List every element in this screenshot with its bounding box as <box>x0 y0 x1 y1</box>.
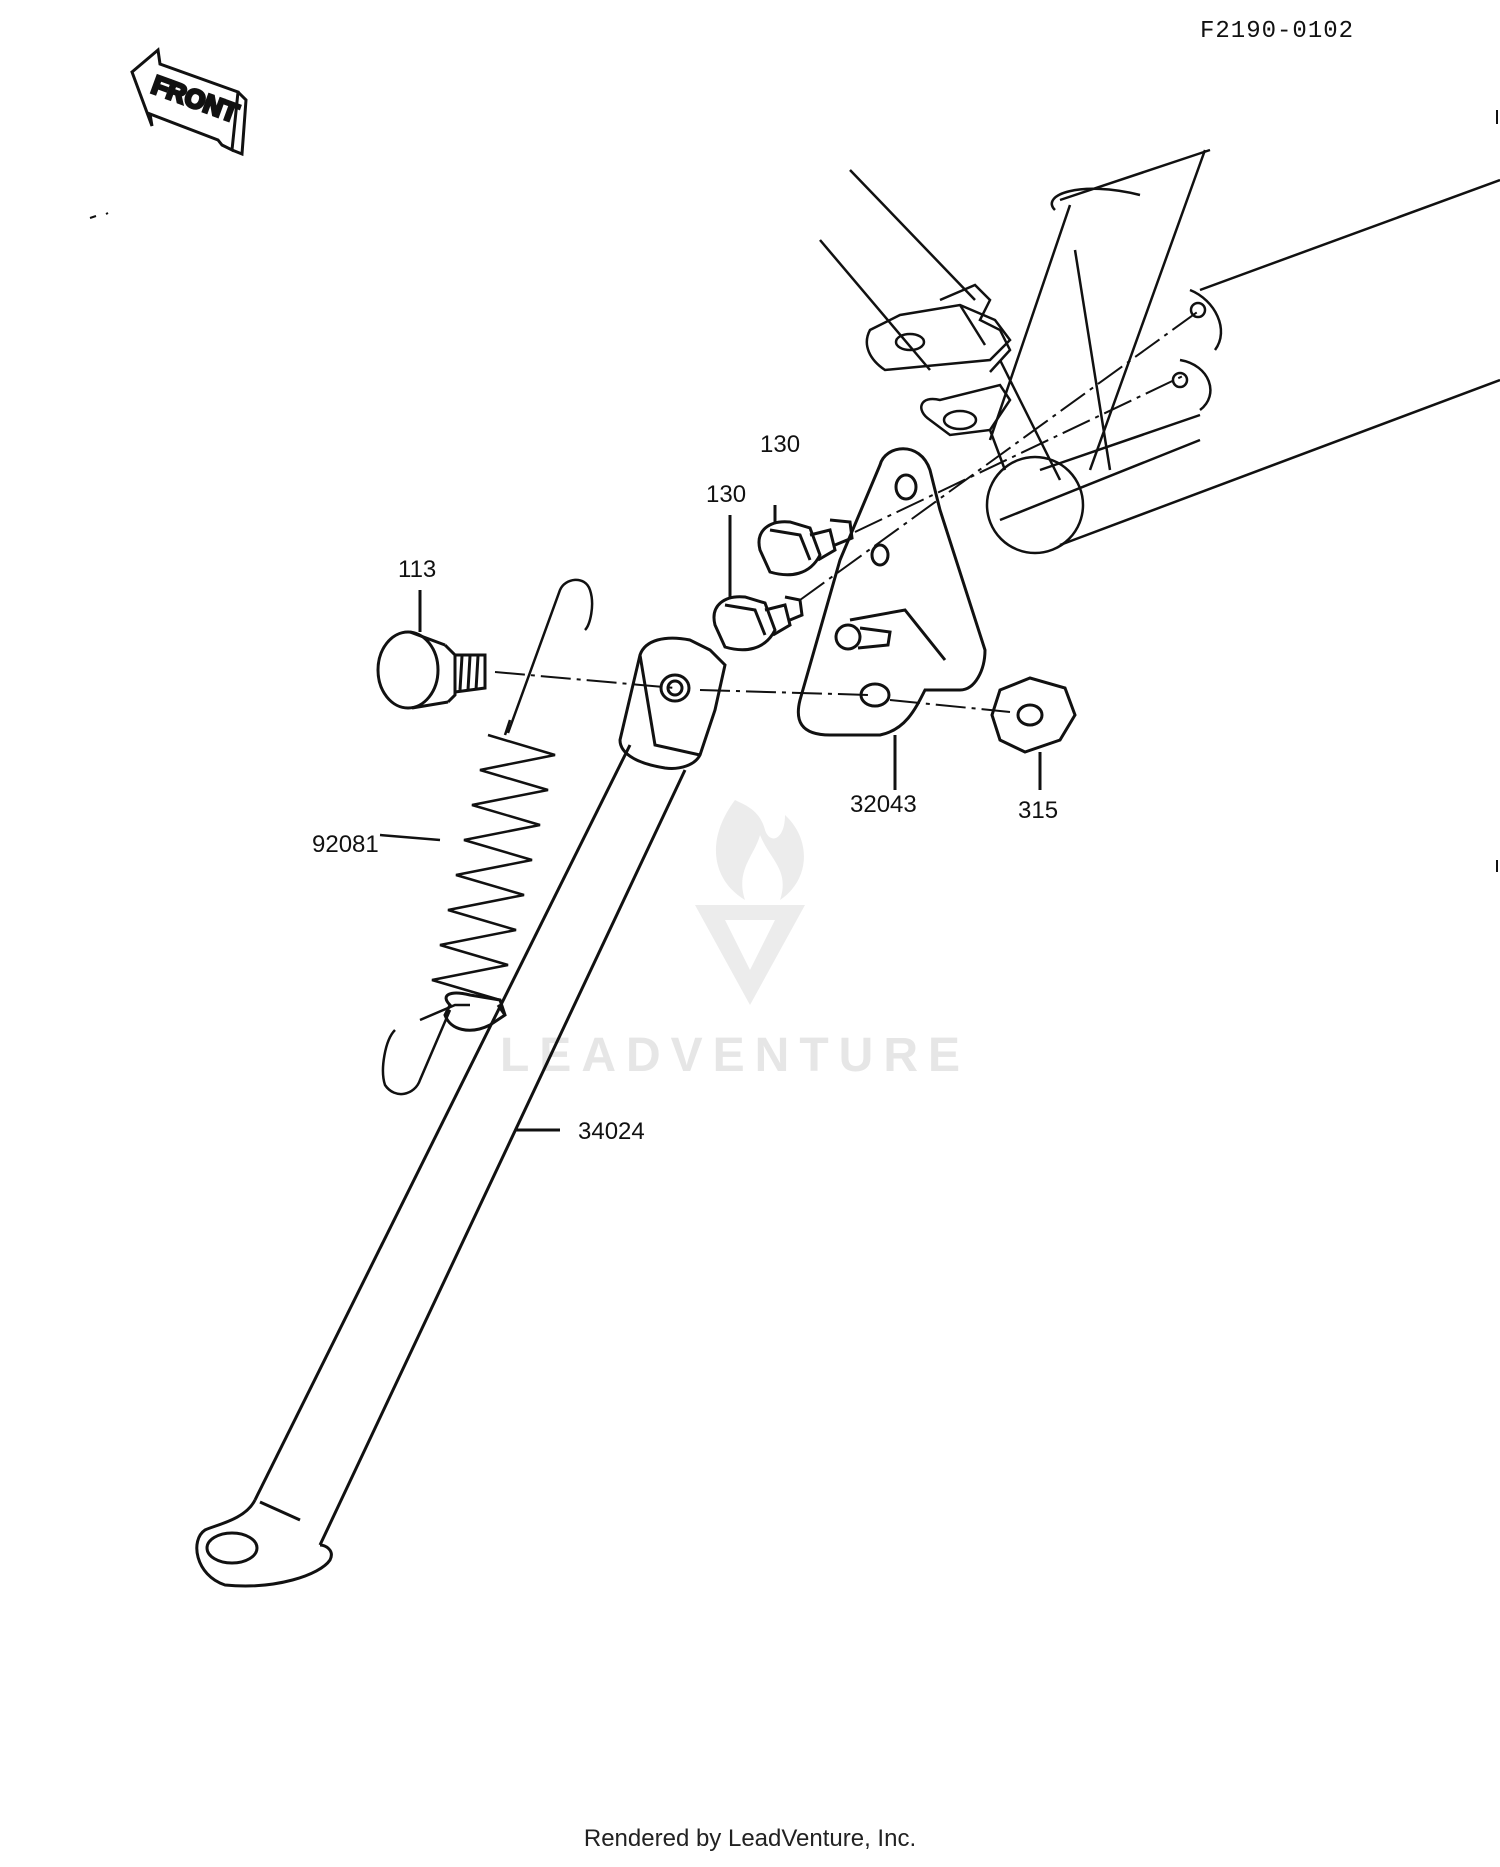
callout-113: 113 <box>398 556 436 583</box>
callout-315: 315 <box>1018 797 1058 824</box>
pivot-bolt-113 <box>376 590 487 710</box>
callout-130-lower: 130 <box>706 481 746 508</box>
bolt-130-lower <box>712 515 804 652</box>
bolt-130-upper <box>757 505 854 577</box>
side-stand-34024 <box>195 636 727 1588</box>
nut-315 <box>990 676 1077 790</box>
callout-32043: 32043 <box>850 791 917 818</box>
watermark-logo <box>695 800 805 1005</box>
callout-labels: 130 130 113 92081 32043 315 34024 <box>312 431 1058 1145</box>
footer-credit: Rendered by LeadVenture, Inc. <box>583 1825 917 1852</box>
diagram-code: F2190-0102 <box>1200 18 1355 45</box>
callout-130-upper: 130 <box>760 431 800 458</box>
assembly-centerlines <box>494 309 1201 713</box>
frame-tubes <box>819 148 1500 555</box>
callout-92081: 92081 <box>312 831 379 858</box>
spring-92081 <box>379 578 594 1096</box>
scan-marks <box>89 110 1498 872</box>
mount-bracket-32043 <box>796 447 987 790</box>
frame-bracket <box>865 283 1012 471</box>
callout-34024: 34024 <box>578 1118 645 1145</box>
watermark-text: LEADVENTURE <box>499 1029 971 1082</box>
front-arrow-icon: FRONT <box>130 47 248 157</box>
